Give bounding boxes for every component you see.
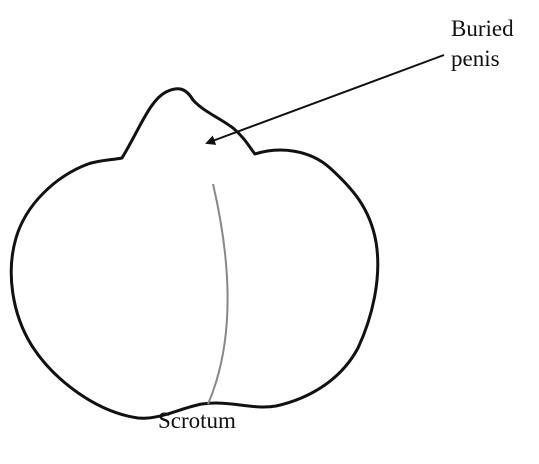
buried-penis-label: Buried penis — [451, 14, 514, 74]
buried-penis-label-line1: Buried — [451, 14, 514, 44]
buried-penis-label-line2: penis — [451, 44, 514, 74]
scrotal-midline — [208, 184, 228, 404]
pointer-arrow — [207, 55, 444, 143]
scrotum-label: Scrotum — [158, 406, 236, 436]
scrotum-outline — [11, 89, 378, 418]
